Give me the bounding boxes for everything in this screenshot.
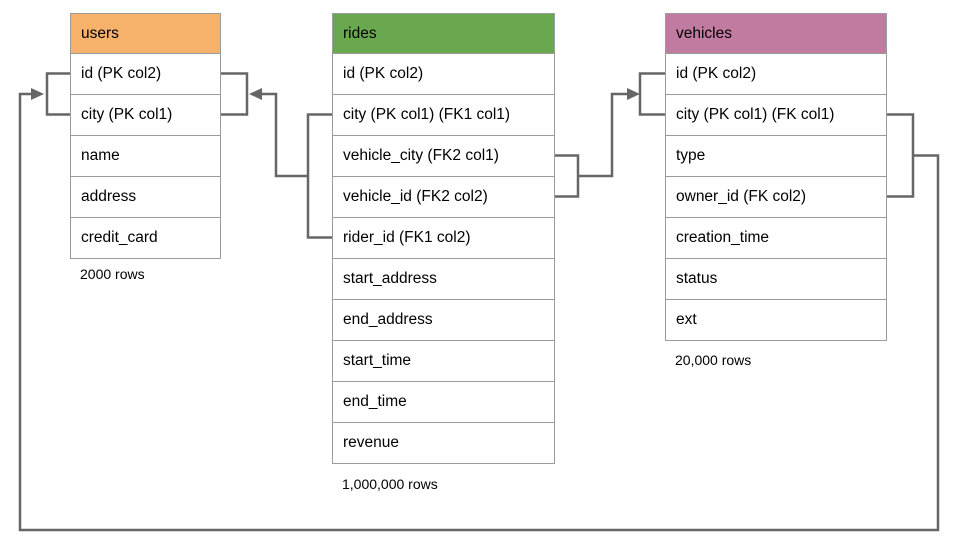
table-rides-column-city: city (PK col1) (FK1 col1) <box>333 94 554 135</box>
rides-left-fk1-bracket <box>306 113 332 239</box>
table-vehicles-column-city: city (PK col1) (FK col1) <box>666 94 886 135</box>
fk1-connector-line <box>261 92 308 178</box>
users-row-count: 2000 rows <box>80 266 145 282</box>
table-rides-column-end-time: end_time <box>333 381 554 422</box>
users-right-pk-bracket <box>221 72 249 116</box>
table-vehicles-header: vehicles <box>666 14 886 53</box>
users-left-pk-bracket <box>45 72 71 116</box>
table-users-column-address: address <box>71 176 220 217</box>
table-rides-column-rider-id: rider_id (FK1 col2) <box>333 217 554 258</box>
table-rides-column-vehicle-city: vehicle_city (FK2 col1) <box>333 135 554 176</box>
table-vehicles-column-status: status <box>666 258 886 299</box>
table-users: users id (PK col2) city (PK col1) name a… <box>70 13 221 259</box>
table-vehicles: vehicles id (PK col2) city (PK col1) (FK… <box>665 13 887 341</box>
table-rides-header: rides <box>333 14 554 53</box>
fk1-arrowhead-icon <box>249 88 262 100</box>
table-rides-column-revenue: revenue <box>333 422 554 463</box>
vehicles-right-fk-bracket <box>887 113 915 198</box>
vehicles-left-pk-bracket <box>638 72 665 116</box>
relationship-fk-vehicles-to-users <box>18 72 940 532</box>
rides-right-fk2-bracket <box>555 154 580 198</box>
table-users-column-id: id (PK col2) <box>71 53 220 94</box>
rides-row-count: 1,000,000 rows <box>342 476 438 492</box>
table-vehicles-column-id: id (PK col2) <box>666 53 886 94</box>
table-vehicles-column-type: type <box>666 135 886 176</box>
table-vehicles-column-ext: ext <box>666 299 886 340</box>
table-users-column-city: city (PK col1) <box>71 94 220 135</box>
table-vehicles-column-owner-id: owner_id (FK col2) <box>666 176 886 217</box>
table-rides-column-end-address: end_address <box>333 299 554 340</box>
table-users-column-name: name <box>71 135 220 176</box>
table-vehicles-column-creation-time: creation_time <box>666 217 886 258</box>
relationship-fk2-rides-to-vehicles <box>555 72 665 198</box>
table-users-header: users <box>71 14 220 53</box>
vehicles-row-count: 20,000 rows <box>675 352 752 368</box>
fk2-arrowhead-icon <box>627 88 640 100</box>
table-rides: rides id (PK col2) city (PK col1) (FK1 c… <box>332 13 555 464</box>
fk-connector-line <box>18 92 940 532</box>
table-rides-column-start-time: start_time <box>333 340 554 381</box>
relationship-fk1-rides-to-users <box>221 72 332 239</box>
table-rides-column-vehicle-id: vehicle_id (FK2 col2) <box>333 176 554 217</box>
fk-arrowhead-icon <box>31 88 44 100</box>
table-users-column-credit-card: credit_card <box>71 217 220 258</box>
fk2-connector-line <box>578 92 627 178</box>
table-rides-column-id: id (PK col2) <box>333 53 554 94</box>
table-rides-column-start-address: start_address <box>333 258 554 299</box>
